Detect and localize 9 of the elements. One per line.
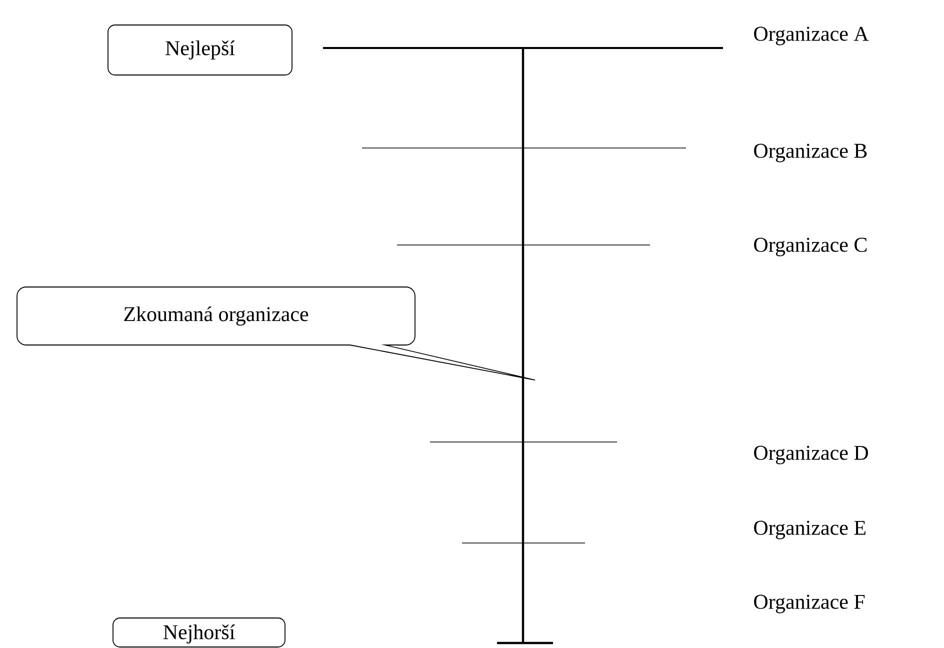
rank-box: Nejlepší (108, 24, 292, 76)
callout: Zkoumaná organizace (16, 286, 536, 380)
organization-label: Organizace D (754, 446, 868, 464)
organization-label: Organizace E (754, 520, 866, 540)
organization-label: Organizace A (754, 26, 869, 46)
organization-label: Organizace B (754, 144, 867, 162)
organization-label: Organizace C (754, 238, 867, 256)
organization-label: Organizace F (754, 594, 865, 614)
rank-box: Nejhorší (112, 618, 286, 648)
